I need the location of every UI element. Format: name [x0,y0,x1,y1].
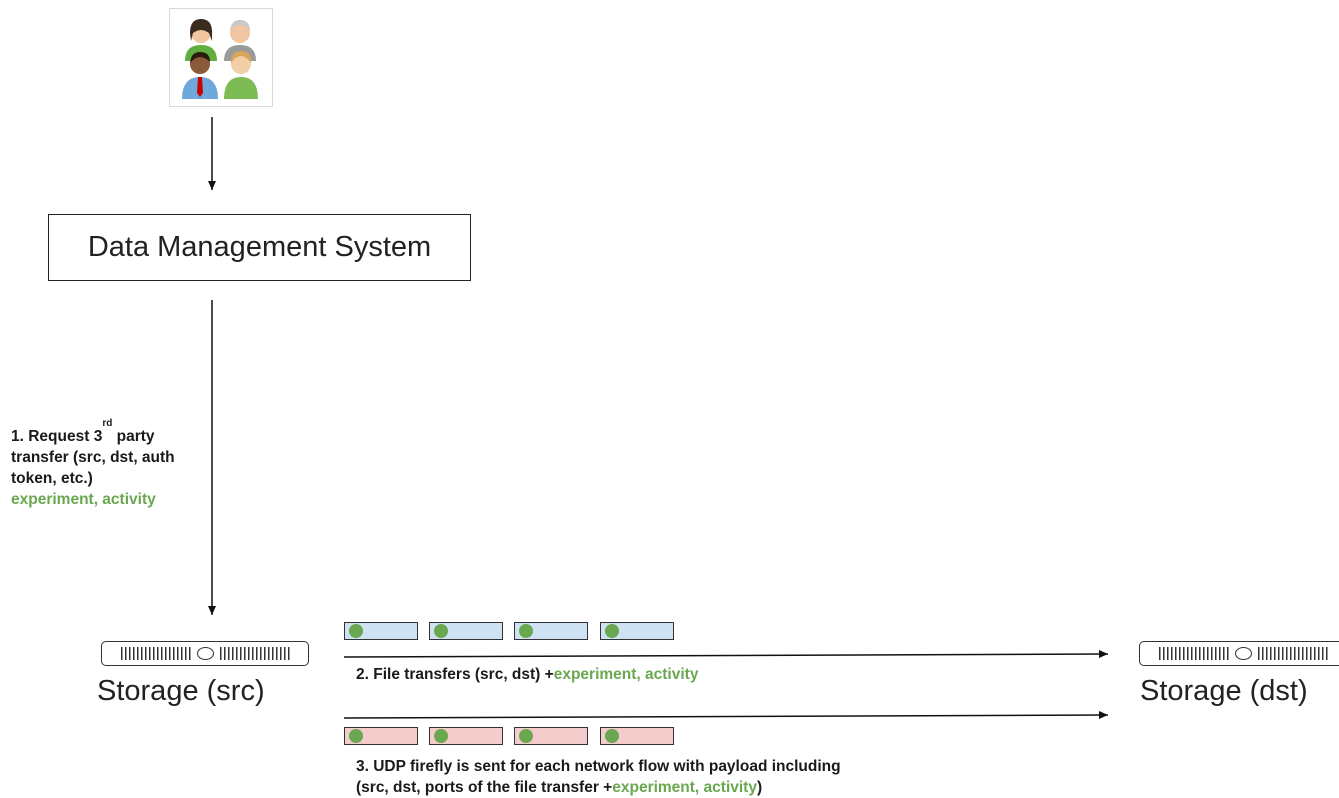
data-management-system-box: Data Management System [48,214,471,281]
packet-dot [605,624,619,638]
storage-dst-label: Storage (dst) [1140,675,1308,707]
packet-dot [434,624,448,638]
file-transfer-arrow [343,650,1109,659]
step3-line1: 3. UDP firefly is sent for each network … [356,758,841,775]
file-packet [600,622,674,640]
step1-rest: party [112,428,155,445]
step3-tags: experiment, activity [612,779,757,796]
file-packet [429,622,503,640]
file-packet [514,622,588,640]
file-packet [344,622,418,640]
step3-annotation: 3. UDP firefly is sent for each network … [356,756,841,798]
firefly-packet [514,727,588,745]
step1-tags: experiment, activity [11,491,156,508]
server-icon [1158,647,1328,660]
step2-tags: experiment, activity [553,666,699,683]
firefly-packet [429,727,503,745]
group-of-users-icon [182,19,258,99]
users-box [169,8,273,107]
dms-label: Data Management System [87,231,432,263]
packet-dot [519,729,533,743]
step1-prefix: 1. Request 3 [11,428,103,445]
firefly-arrow [343,711,1109,720]
step2-annotation: 2. File transfers (src, dst) +experiment… [356,666,698,684]
step1-annotation: 1. Request 3rd party transfer (src, dst,… [11,419,231,510]
storage-dst-server [1139,641,1339,666]
firefly-packet [600,727,674,745]
storage-src-label: Storage (src) [97,675,265,707]
step1-sup: rd [102,418,113,429]
packet-dot [349,624,363,638]
packet-dot [605,729,619,743]
packet-dot [519,624,533,638]
step1-line3: token, etc.) [11,470,93,487]
step3-close: ) [756,779,763,796]
step2-text: 2. File transfers (src, dst) + [356,666,554,683]
step1-line2: transfer (src, dst, auth [11,449,175,466]
packet-dot [349,729,363,743]
firefly-packet [344,727,418,745]
packet-dot [434,729,448,743]
storage-src-server [101,641,309,666]
step3-line2: (src, dst, ports of the file transfer + [356,779,613,796]
server-icon [120,647,290,660]
